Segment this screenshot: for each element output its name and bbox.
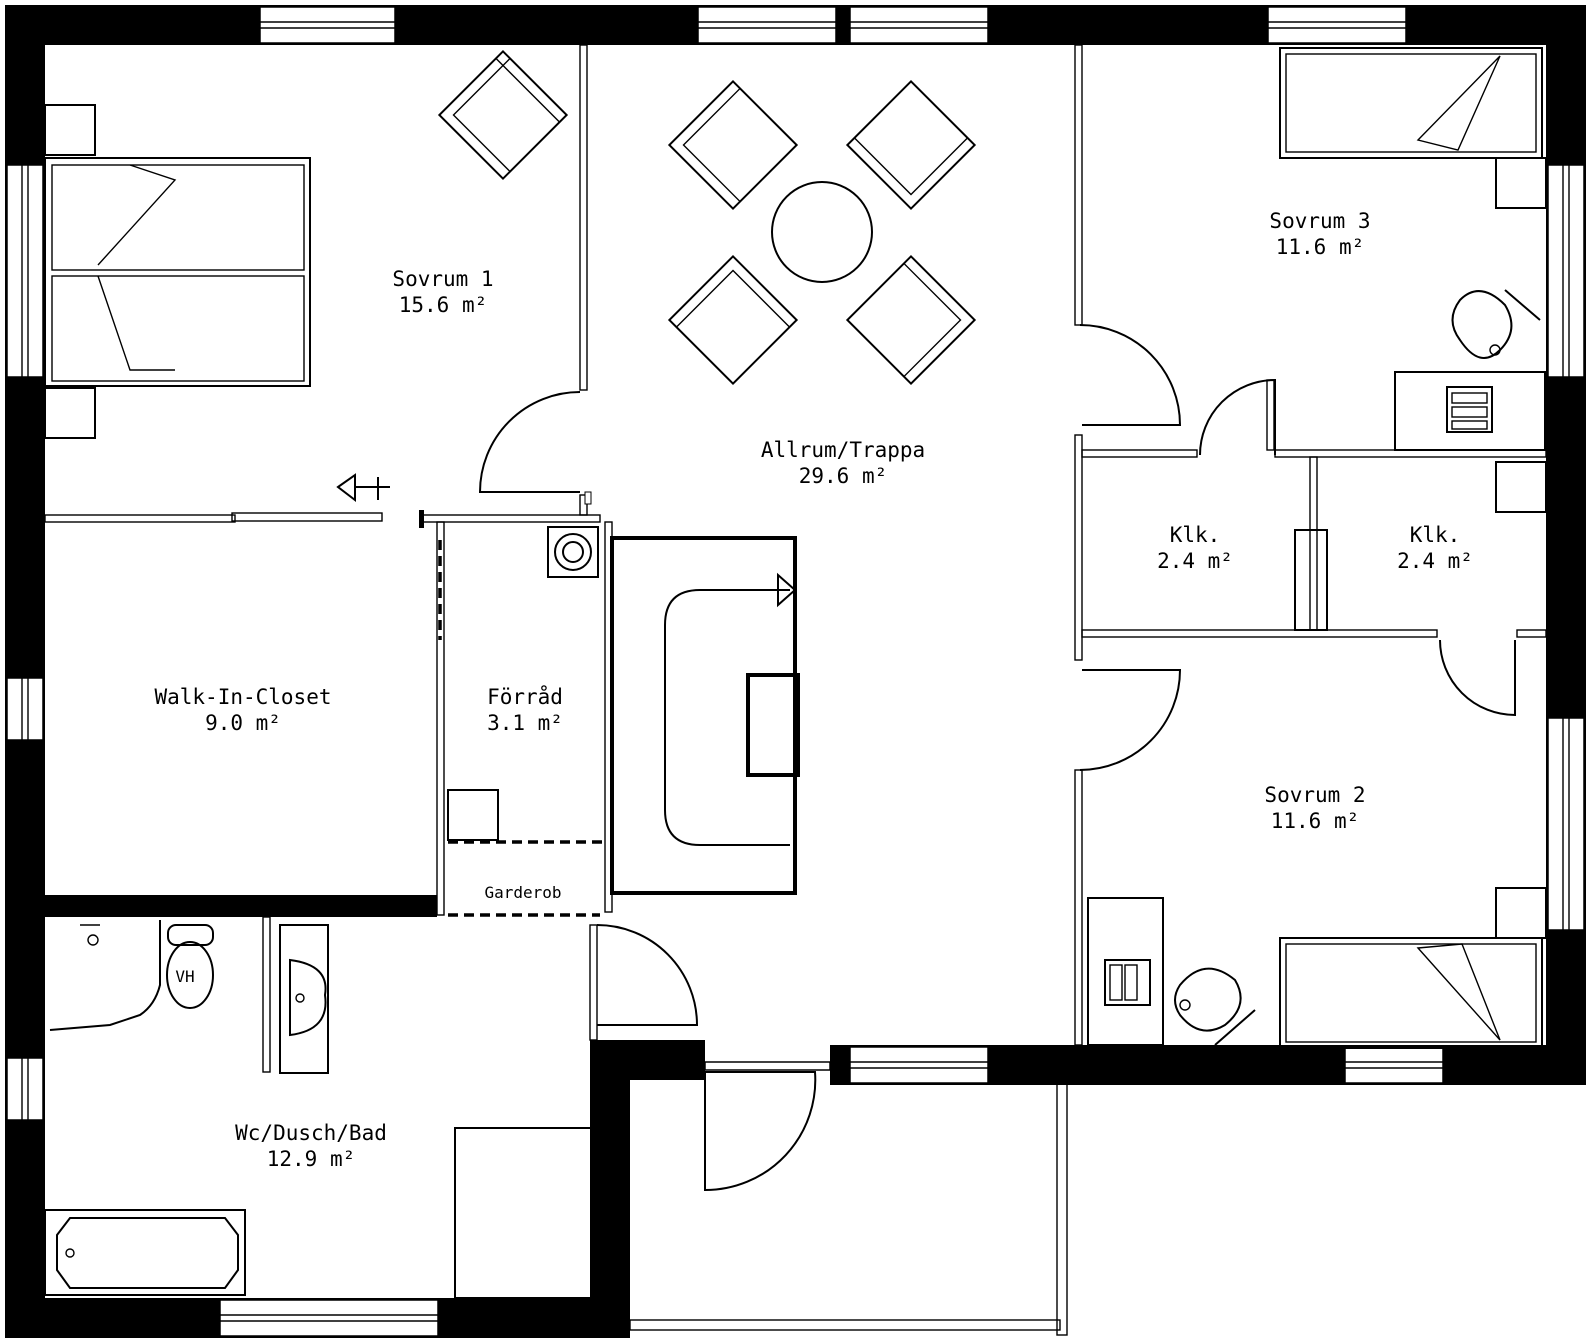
direction-arrow <box>336 473 592 528</box>
room-name-sovrum1: Sovrum 1 <box>392 267 493 291</box>
sink <box>279 924 329 1074</box>
room-name-sovrum2: Sovrum 2 <box>1264 783 1365 807</box>
toilet-label: VH <box>175 967 194 986</box>
doors <box>478 324 1516 1192</box>
garderob-label: Garderob <box>484 883 561 902</box>
staircase <box>610 536 800 895</box>
room-area-forrad: 3.1 m² <box>487 711 563 735</box>
single-bed-sovrum3 <box>1279 47 1547 209</box>
toilet: VH <box>166 924 214 1009</box>
room-area-klk2: 2.4 m² <box>1397 549 1473 573</box>
room-name-klk2: Klk. <box>1410 523 1461 547</box>
interior-walls <box>44 44 1547 1336</box>
room-area-allrum: 29.6 m² <box>799 464 888 488</box>
desk-sovrum2 <box>1087 897 1164 1046</box>
armchair <box>437 49 569 181</box>
wardrobe-klk <box>1294 461 1547 631</box>
room-name-forrad: Förråd <box>487 684 563 709</box>
room-name-wc: Wc/Dusch/Bad <box>235 1121 387 1145</box>
cabinet <box>454 1127 593 1299</box>
room-area-wc: 12.9 m² <box>267 1147 356 1171</box>
desk-sovrum3 <box>1394 371 1546 451</box>
office-chair-sovrum3 <box>1451 289 1541 359</box>
double-bed <box>44 104 311 439</box>
room-area-klk1: 2.4 m² <box>1157 549 1233 573</box>
windows <box>6 6 1585 1337</box>
shower <box>49 920 161 1031</box>
room-area-sovrum1: 15.6 m² <box>399 293 488 317</box>
office-chair-sovrum2 <box>1174 967 1256 1046</box>
dining-table <box>771 181 873 283</box>
room-area-walkin: 9.0 m² <box>205 711 281 735</box>
bathtub <box>44 1209 246 1296</box>
garderob <box>438 526 605 917</box>
room-labels: Sovrum 1 15.6 m² Allrum/Trappa 29.6 m² S… <box>154 209 1472 1171</box>
room-name-sovrum3: Sovrum 3 <box>1269 209 1370 233</box>
single-bed-sovrum2 <box>1279 887 1547 1049</box>
room-name-klk1: Klk. <box>1170 523 1221 547</box>
room-area-sovrum3: 11.6 m² <box>1276 235 1365 259</box>
dining-chairs <box>667 79 977 386</box>
room-name-allrum: Allrum/Trappa <box>761 438 925 462</box>
room-area-sovrum2: 11.6 m² <box>1271 809 1360 833</box>
room-name-walkin: Walk-In-Closet <box>154 685 331 709</box>
